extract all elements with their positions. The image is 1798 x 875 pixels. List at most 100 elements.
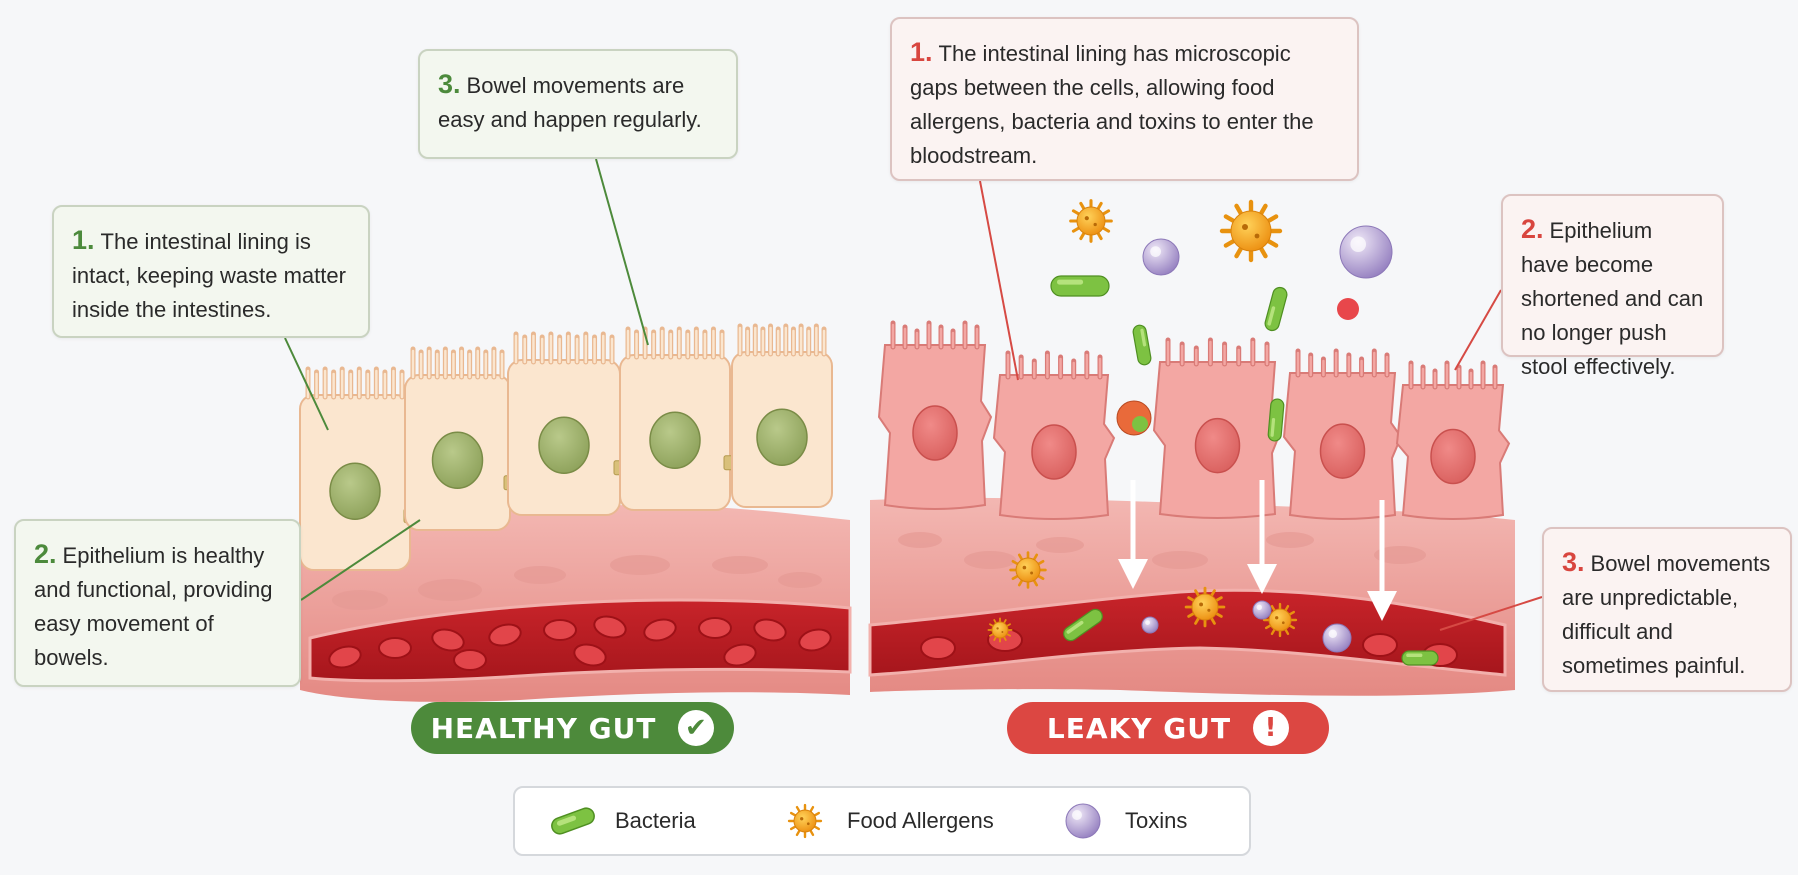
callout-text: Epithelium have become shortened and can… bbox=[1521, 218, 1704, 379]
healthy-callout-2: 2.Epithelium is healthy and functional, … bbox=[14, 519, 301, 687]
damaged-epithelial-cell bbox=[992, 350, 1116, 520]
red-blood-cell bbox=[453, 649, 487, 671]
tissue-spot bbox=[418, 579, 482, 601]
toxin-in-bloodstream bbox=[1141, 616, 1159, 634]
cell-nucleus bbox=[1319, 423, 1366, 479]
bacterium-in-bloodstream bbox=[1063, 608, 1103, 642]
callout-leader-lines bbox=[284, 158, 1543, 631]
check-circle-icon: ✔ bbox=[678, 710, 715, 746]
healthy-gut-badge: HEALTHY GUT ✔ bbox=[411, 702, 734, 754]
cell-nucleus bbox=[329, 462, 381, 520]
red-particle bbox=[1337, 298, 1359, 320]
healthy-gut-label: HEALTHY GUT bbox=[430, 711, 657, 745]
healthy-leader-line bbox=[595, 158, 649, 346]
leaky-callout-2: 2.Epithelium have become shortened and c… bbox=[1501, 194, 1724, 379]
tissue-spot bbox=[712, 556, 768, 574]
allergen-in-bloodstream bbox=[987, 617, 1013, 643]
callout-text: Epithelium is healthy and functional, pr… bbox=[34, 543, 273, 670]
callout-number: 3. bbox=[1562, 547, 1585, 577]
cell-nucleus bbox=[538, 416, 590, 474]
toxin-icon bbox=[1065, 803, 1101, 839]
legend-item-food-allergens: Food Allergens bbox=[777, 788, 994, 854]
healthy-gut-illustration bbox=[299, 323, 852, 702]
callout-text: Bowel movements are unpredictable, diffi… bbox=[1562, 551, 1771, 678]
mixed-particle bbox=[1116, 400, 1152, 436]
leaky-callout-3: 3.Bowel movements are unpredictable, dif… bbox=[1542, 527, 1792, 692]
allergen-in-tissue bbox=[1009, 551, 1047, 589]
red-blood-cell bbox=[698, 617, 732, 639]
red-blood-cell bbox=[798, 628, 832, 652]
legend-label: Toxins bbox=[1125, 808, 1188, 833]
red-blood-cell bbox=[543, 619, 577, 641]
tissue-spot bbox=[332, 590, 388, 610]
damaged-epithelial-cell bbox=[1152, 337, 1283, 519]
healthy-epithelial-cell bbox=[404, 346, 517, 531]
leaky-callout-1: 1.The intestinal lining has microscopic … bbox=[890, 17, 1359, 181]
bacterium-in-bloodstream bbox=[1401, 650, 1439, 666]
red-blood-cell bbox=[920, 636, 956, 660]
tissue-spot bbox=[610, 555, 670, 575]
red-blood-cell bbox=[1362, 633, 1398, 657]
tissue-spot bbox=[1152, 551, 1208, 569]
red-blood-cell bbox=[753, 618, 787, 642]
red-blood-cell bbox=[573, 643, 607, 667]
legend-label: Food Allergens bbox=[847, 808, 994, 833]
tissue-spot bbox=[514, 566, 566, 584]
tissue-spot bbox=[1266, 532, 1314, 548]
bacteria-icon bbox=[551, 807, 595, 835]
exclamation-circle-icon: ! bbox=[1253, 710, 1290, 746]
toxin-in-bloodstream bbox=[1252, 600, 1272, 620]
blood-vessel bbox=[868, 588, 1507, 677]
legend-item-bacteria: Bacteria bbox=[545, 788, 696, 854]
cell-nucleus bbox=[431, 431, 484, 489]
tissue-spot bbox=[778, 572, 822, 588]
bacterium bbox=[1267, 398, 1285, 442]
healthy-epithelial-cell bbox=[299, 366, 417, 571]
callout-number: 2. bbox=[1521, 214, 1544, 244]
callout-number: 1. bbox=[910, 37, 933, 67]
damaged-epithelial-cell bbox=[1395, 360, 1511, 520]
healthy-callout-3: 3.Bowel movements are easy and happen re… bbox=[418, 49, 738, 159]
leaky-gut-badge: LEAKY GUT ! bbox=[1007, 702, 1329, 754]
food-allergen-icon bbox=[787, 803, 823, 839]
tissue-spot bbox=[964, 551, 1016, 569]
cell-nucleus bbox=[649, 411, 701, 469]
food-allergen bbox=[1219, 199, 1283, 263]
leaky-gut-illustration bbox=[868, 199, 1515, 696]
red-blood-cell bbox=[431, 628, 465, 652]
tissue-spot bbox=[1374, 546, 1426, 564]
tissue-spot bbox=[1036, 537, 1084, 553]
leaky-gut-label: LEAKY GUT bbox=[1046, 711, 1232, 745]
callout-number: 2. bbox=[34, 539, 57, 569]
toxin-in-bloodstream bbox=[1322, 623, 1352, 653]
bacterium bbox=[1132, 324, 1152, 366]
cell-nucleus bbox=[1031, 424, 1077, 480]
bacterium bbox=[1050, 275, 1110, 297]
red-blood-cell bbox=[723, 643, 757, 667]
cell-nucleus bbox=[912, 405, 958, 461]
healthy-leader-line bbox=[284, 337, 329, 431]
red-blood-cell bbox=[593, 615, 627, 639]
toxin bbox=[1142, 238, 1180, 276]
callout-text: The intestinal lining has microscopic ga… bbox=[910, 41, 1314, 168]
cell-nucleus bbox=[756, 408, 808, 466]
healthy-leader-line bbox=[300, 519, 421, 601]
legend-label: Bacteria bbox=[615, 808, 696, 833]
healthy-epithelial-cell bbox=[731, 323, 833, 508]
damaged-epithelial-cell bbox=[877, 320, 993, 510]
cell-nucleus bbox=[1194, 417, 1241, 474]
toxin bbox=[1339, 225, 1393, 279]
red-blood-cell bbox=[488, 623, 522, 647]
legend-item-toxins: Toxins bbox=[1055, 788, 1187, 854]
food-allergen-glyph bbox=[787, 803, 823, 839]
healthy-epithelial-cell bbox=[507, 331, 627, 516]
tissue-spot bbox=[898, 532, 942, 548]
callout-number: 1. bbox=[72, 225, 95, 255]
leaky-leader-line bbox=[1454, 289, 1502, 371]
legend: Bacteria Food Allergens Toxins bbox=[513, 786, 1251, 856]
callout-number: 3. bbox=[438, 69, 461, 99]
callout-text: Bowel movements are easy and happen regu… bbox=[438, 73, 702, 132]
cell-nucleus bbox=[1430, 428, 1476, 485]
food-allergen bbox=[1069, 199, 1113, 243]
